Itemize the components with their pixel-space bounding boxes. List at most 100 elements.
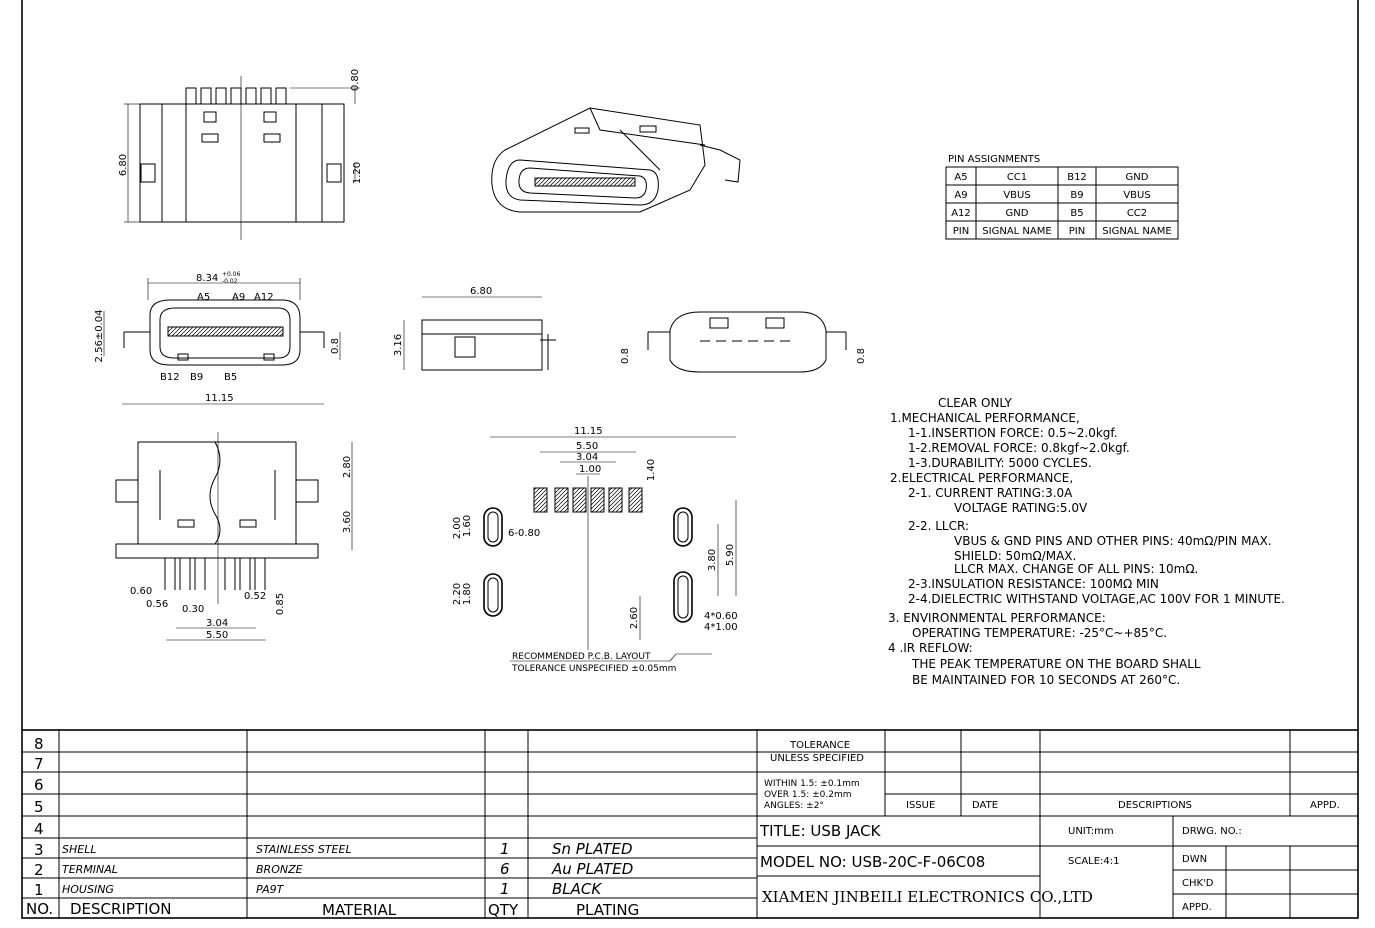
note-line: 1-3.DURABILITY: 5000 CYCLES. [908,456,1092,470]
dim-rear-08-right: 0.8 [856,348,867,364]
dim-pcb-380: 3.80 [707,549,718,571]
note-line: 2-3.INSULATION RESISTANCE: 100MΩ MIN [908,577,1159,591]
bom-description: TERMINAL [62,863,118,876]
dim-pcb-4x060: 4*0.60 [704,611,738,622]
pcb-tolerance: TOLERANCE UNSPECIFIED ±0.05mm [511,664,676,674]
note-line: VOLTAGE RATING:5.0V [954,501,1088,515]
dim-pcb-304: 3.04 [576,452,598,463]
pin-cell: GND [1006,208,1029,219]
bom-header-qty: QTY [488,901,519,919]
dim-pcb-200: 2.00 [452,517,463,539]
dim-front-width: 8.34 [196,273,218,284]
row-number: 6 [34,776,44,794]
note-line: THE PEAK TEMPERATURE ON THE BOARD SHALL [911,657,1201,671]
unit: UNIT:mm [1068,826,1114,837]
note-line: 2-2. LLCR: [908,519,969,533]
pin-cell: CC2 [1127,208,1147,219]
scale: SCALE:4:1 [1068,856,1120,867]
bom-material: PA9T [256,883,285,896]
bom-plating: BLACK [552,880,602,898]
side-view: 6.80 3.16 [393,286,556,371]
row-number: 7 [34,755,44,773]
bom-material: BRONZE [256,863,303,876]
bom-header-plating: PLATING [576,901,639,919]
dim-pcb-160: 1.60 [462,515,473,537]
bom-header-description: DESCRIPTION [70,900,172,918]
dim-rear-08-left: 0.8 [620,348,631,364]
dim-front-height: 2.56±0.04 [94,310,105,363]
pin-label-b5: B5 [224,372,237,383]
dim-bottom-360: 3.60 [342,511,353,533]
note-line: CLEAR ONLY [938,396,1013,410]
tolerance-title: TOLERANCE [789,740,850,751]
pin-assignments: PIN ASSIGNMENTS A5 CC1 B12 GND A9 VBUS B… [945,154,1179,240]
dim-pcb-100: 1.00 [579,464,601,475]
dim-front-tol-minus: -0.02 [222,278,238,285]
bom-header-material: MATERIAL [322,901,397,919]
dim-top-120: 1.20 [352,162,363,184]
row-number: 2 [34,861,44,879]
note-line: 2-4.DIELECTRIC WITHSTAND VOLTAGE,AC 100V… [908,592,1285,606]
dim-top-680: 6.80 [118,154,129,176]
rear-view: 0.8 0.8 [620,311,867,373]
pin-cell: B9 [1070,190,1083,201]
notes: CLEAR ONLY 1.MECHANICAL PERFORMANCE, 1-1… [888,396,1285,687]
dim-bottom-030: 0.30 [182,604,204,615]
tolerance-within: WITHIN 1.5: ±0.1mm [764,779,860,789]
note-line: BE MAINTAINED FOR 10 SECONDS AT 260°C. [912,673,1180,687]
bom-qty: 1 [500,840,510,858]
bom-description: SHELL [62,843,96,856]
dim-pcb-550: 5.50 [576,441,598,452]
note-line: SHIELD: 50mΩ/MAX. [954,549,1076,563]
dim-front-08: 0.8 [330,338,341,354]
note-line: 1-2.REMOVAL FORCE: 0.8kgf~2.0kgf. [908,441,1130,455]
note-line: OPERATING TEMPERATURE: -25°C~+85°C. [912,626,1167,640]
pin-cell: A9 [954,190,967,201]
tolerance-angles: ANGLES: ±2° [764,801,824,811]
bom-qty: 1 [500,880,510,898]
pin-label-b9: B9 [190,372,203,383]
tolerance-subtitle: UNLESS SPECIFIED [770,753,864,764]
pin-label-a5: A5 [197,292,210,303]
dim-front-total: 11.15 [205,393,234,404]
dim-pcb-1115: 11.15 [574,426,603,437]
pin-label-a9: A9 [232,292,245,303]
drawing-title: TITLE: USB JACK [759,822,882,840]
pin-cell: PIN [953,226,969,237]
bom-plating: Au PLATED [551,860,633,878]
issue-header: ISSUE [906,800,935,811]
front-view: 8.34 +0.06 -0.02 A5 A9 A12 B12 B9 B5 2.5… [94,271,341,405]
dim-bottom-550: 5.50 [206,630,228,641]
dim-pcb-6x080: 6-0.80 [508,528,540,539]
drawing-number: DRWG. NO.: [1182,826,1242,837]
note-line: 1.MECHANICAL PERFORMANCE, [890,411,1080,425]
bom-qty: 6 [500,860,510,878]
note-line: 2-1. CURRENT RATING:3.0A [908,486,1073,500]
bom-plating: Sn PLATED [552,840,633,858]
dwn-label: DWN [1182,854,1207,865]
dim-bottom-060: 0.60 [130,586,152,597]
pin-cell: PIN [1069,226,1085,237]
dim-bottom-052: 0.52 [244,591,266,602]
pin-cell: SIGNAL NAME [982,226,1051,237]
pcb-layout-label: RECOMMENDED P.C.B. LAYOUT [512,652,651,662]
bom-description: HOUSING [62,883,114,896]
top-view: 6.80 0.80 1.20 [118,69,363,240]
dim-top-080: 0.80 [350,69,361,91]
dim-front-tol-plus: +0.06 [222,271,241,278]
note-line: 1-1.INSERTION FORCE: 0.5~2.0kgf. [908,426,1118,440]
bottom-view: 2.80 3.60 0.60 0.56 0.30 0.52 0.85 3.04 … [115,432,353,641]
pin-cell: B12 [1067,172,1087,183]
chkd-label: CHK'D [1182,878,1214,889]
date-header: DATE [972,800,998,811]
note-line: VBUS & GND PINS AND OTHER PINS: 40mΩ/PIN… [954,534,1272,548]
row-number: 1 [34,881,44,899]
pin-cell: CC1 [1007,172,1027,183]
dim-bottom-085: 0.85 [275,593,286,615]
isometric-view [491,107,741,213]
dim-side-height: 3.16 [393,334,404,356]
tolerance-over: OVER 1.5: ±0.2mm [764,790,851,800]
pin-label-b12: B12 [160,372,180,383]
row-number: 5 [34,798,44,816]
